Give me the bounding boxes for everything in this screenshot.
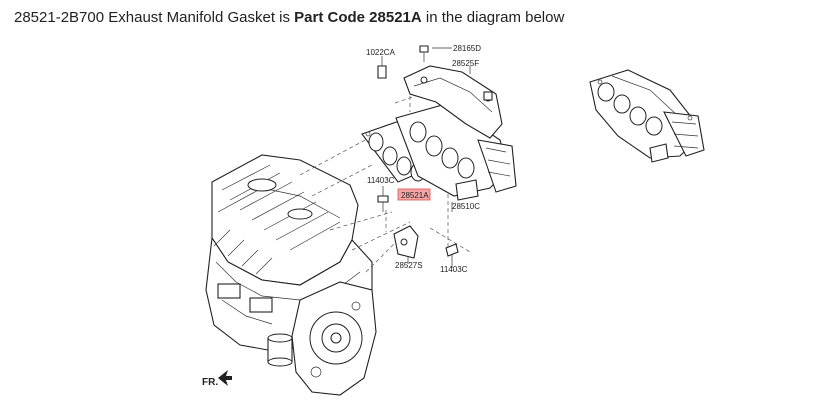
callout-28525F: 28525F [452, 59, 479, 68]
front-label: FR. [202, 377, 218, 388]
highlight-28521A [397, 188, 431, 201]
callout-28165D: 28165D [453, 44, 481, 53]
heat-shield [403, 65, 503, 139]
callout-28527S: 28527S [395, 261, 423, 270]
callout-28521A: 28521A [401, 191, 429, 200]
callout-11403C-lower: 11403C [440, 265, 468, 274]
bolt-28165D [419, 45, 429, 62]
caption-prefix: 28521-2B700 Exhaust Manifold Gasket is [14, 9, 295, 26]
caption-part-code: Part Code 28521A [294, 9, 422, 26]
bolt-11403C-lower [445, 243, 459, 266]
bracket-28527S [393, 225, 419, 262]
front-arrow-icon [218, 370, 232, 386]
callout-leaders [381, 47, 471, 268]
callout-28510C: 28510C [452, 202, 480, 211]
callout-11403C-upper: 11403C [367, 176, 395, 185]
manifold-detail-view [589, 69, 705, 163]
page-caption: 28521-2B700 Exhaust Manifold Gasket is P… [14, 8, 564, 28]
caption-suffix: in the diagram below [421, 9, 565, 26]
engine-block-illustration [205, 154, 377, 396]
bolt-1022CA [377, 60, 387, 79]
front-direction-indicator: FR. [202, 370, 232, 388]
bolt-11403C-upper [377, 195, 389, 212]
callout-1022CA: 1022CA [366, 48, 396, 57]
